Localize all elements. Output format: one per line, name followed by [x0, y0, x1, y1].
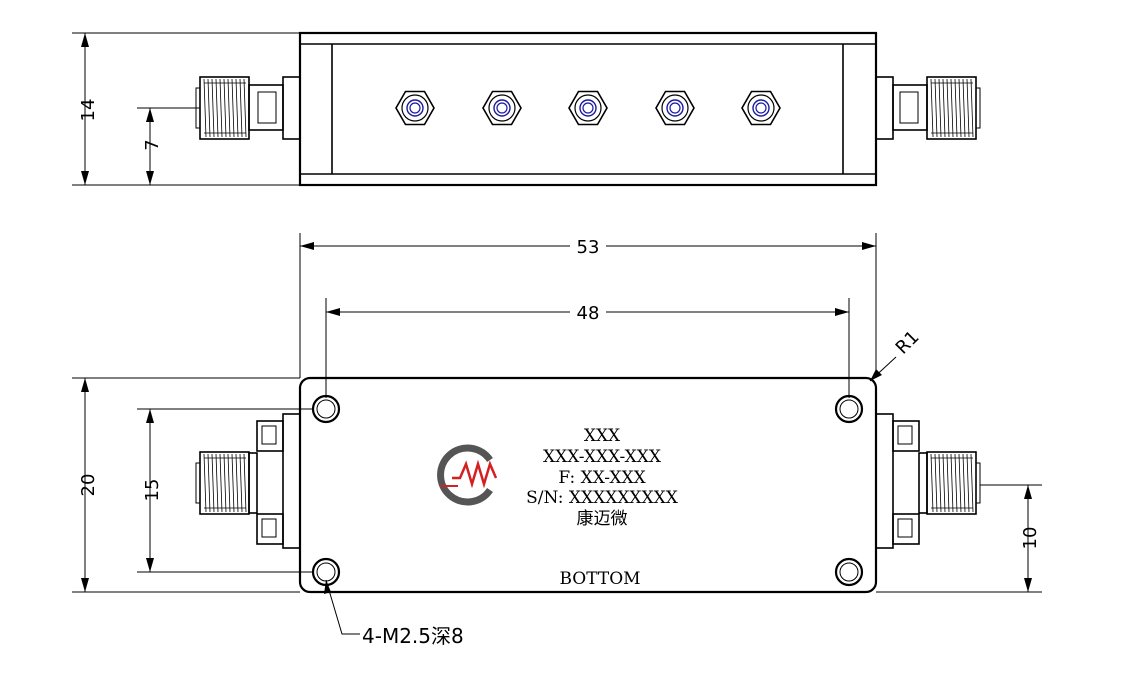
mounting-hole-tr — [834, 394, 864, 424]
dim-14-label: 14 — [78, 99, 99, 122]
dim-48: 48 — [325, 298, 850, 398]
right-sma-connector-bottom — [875, 413, 981, 549]
dim-53: 53 — [299, 233, 877, 378]
tuning-screw-3 — [568, 90, 608, 126]
hole-note: 4-M2.5深8 — [324, 579, 464, 648]
label-frequency: F: XX-XXX — [558, 468, 646, 488]
dim-r1-label: R1 — [892, 327, 924, 359]
dim-15-label: 15 — [142, 479, 163, 502]
dim-53-label: 53 — [577, 237, 600, 258]
tuning-screw-4 — [655, 90, 695, 126]
tuning-screw-5 — [741, 90, 781, 126]
left-sma-connector-top — [195, 76, 301, 140]
mounting-hole-tl — [311, 394, 341, 424]
product-label: XXX XXX-XXX-XXX F: XX-XXX S/N: XXXXXXXXX… — [526, 426, 679, 589]
top-housing — [298, 31, 878, 187]
tuning-screws — [395, 90, 781, 126]
dim-20-label: 20 — [78, 474, 99, 497]
dim-14: 14 — [72, 32, 300, 186]
dim-10-label: 10 — [1020, 527, 1041, 550]
view-name: BOTTOM — [559, 569, 640, 589]
dim-r1: R1 — [869, 327, 924, 382]
right-sma-connector-top — [875, 76, 981, 140]
bottom-view: 53 48 R1 — [72, 233, 1042, 648]
label-model: XXX — [584, 426, 621, 446]
left-sma-connector-bottom — [195, 413, 301, 549]
mounting-hole-br — [834, 557, 864, 587]
label-company: 康迈微 — [577, 509, 628, 529]
company-logo — [437, 444, 498, 506]
dim-7-label: 7 — [142, 139, 163, 150]
dim-10: 10 — [876, 484, 1042, 593]
top-view: 14 7 — [72, 31, 981, 187]
dim-15: 15 — [137, 408, 312, 573]
dim-48-label: 48 — [577, 303, 600, 324]
dim-20: 20 — [72, 377, 300, 593]
tuning-screw-2 — [482, 90, 522, 126]
dim-7: 7 — [137, 107, 200, 185]
label-part-number: XXX-XXX-XXX — [543, 447, 662, 467]
hole-note-label: 4-M2.5深8 — [362, 624, 464, 648]
tuning-screw-1 — [395, 90, 435, 126]
label-serial: S/N: XXXXXXXXX — [526, 488, 679, 508]
